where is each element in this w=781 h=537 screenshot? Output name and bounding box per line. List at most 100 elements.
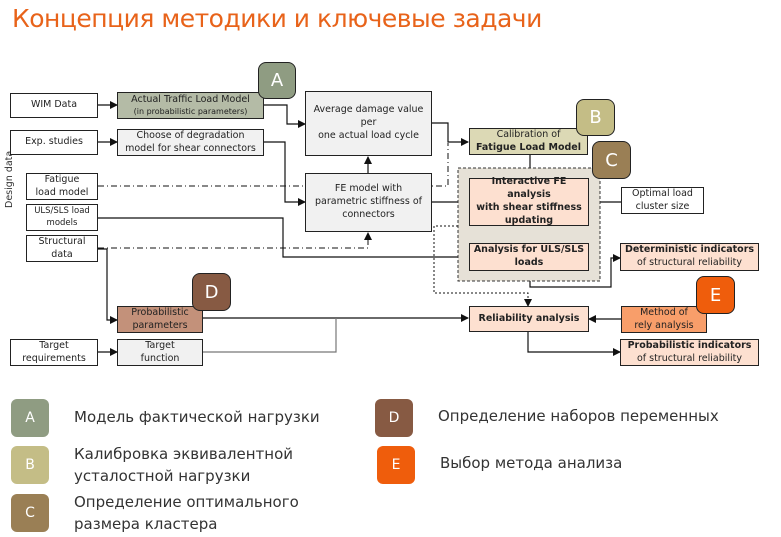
structural-line2: data [51, 248, 73, 260]
arrow-reliability-to-prob-ind [527, 331, 621, 356]
wim-data-label: WIM Data [30, 99, 78, 111]
wim-data-box: WIM Data [10, 93, 98, 118]
optimal-line1: Optimal load [632, 187, 693, 199]
dotted-line-to-reliability [433, 225, 532, 307]
deterministic-line2: of structural reliability [636, 257, 743, 268]
actual-traffic-load-model-box: Actual Traffic Load Model(in probabilist… [117, 92, 264, 119]
uls-models-line2: models [46, 217, 78, 228]
legend-c-line2: размера кластера [74, 514, 218, 533]
prob-params-line1: Probabilistic [131, 306, 189, 318]
uls-analysis-line1: Analysis for ULS/SLS [473, 244, 585, 256]
degradation-line1: Choose of degradation [136, 129, 245, 141]
interactive-line1: Interactive FE analysis [491, 176, 567, 201]
deterministic-line1: Deterministic indicators [624, 244, 755, 256]
legend-b-letter: B [25, 457, 35, 473]
prob-ind-line1: Probabilistic indicators [627, 339, 752, 351]
legend-e-line1: Выбор метода анализа [440, 454, 623, 472]
badge-e-letter: E [709, 284, 722, 306]
fatigue-line2: load model [35, 186, 89, 198]
damage-line3: one actual load cycle [318, 129, 419, 141]
legend-a-line1: Модель фактической нагрузки [74, 408, 320, 426]
badge-b-letter: B [589, 107, 602, 128]
legend-e-letter: E [391, 457, 401, 473]
exp-studies-label: Exp. studies [25, 136, 83, 148]
exp-studies-box: Exp. studies [10, 130, 98, 155]
interactive-line2: with shear stiffness [476, 202, 582, 213]
legend-a-letter: A [25, 410, 35, 426]
target-req-line1: Target [39, 339, 69, 351]
fe-model-line1: FE model with [334, 183, 403, 195]
legend-text-d: Определение наборов переменных [438, 406, 719, 428]
legend-badge-c: C [11, 494, 49, 532]
page-title: Концепция методики и ключевые задачи [12, 4, 542, 33]
calibration-line2: Fatigue Load Model [475, 141, 582, 153]
prob-params-line2: parameters [132, 319, 188, 331]
arrow-uls-models-to-analysis [98, 217, 469, 261]
optimal-line2: cluster size [635, 200, 690, 212]
line-target-function-join [203, 318, 337, 353]
badge-d-letter: D [204, 281, 219, 303]
structural-line1: Structural [38, 235, 86, 247]
fe-model-line3: connectors [342, 208, 395, 220]
badge-a-letter: A [270, 70, 284, 91]
badge-c: C [592, 141, 631, 179]
traffic-line1: Actual Traffic Load Model [131, 93, 250, 105]
traffic-line2: (in probabilistic parameters) [133, 106, 248, 116]
badge-e: E [696, 276, 735, 314]
method-line1: Method of [640, 306, 688, 318]
damage-line2: per [360, 117, 377, 129]
arrow-structural-to-prob [98, 248, 118, 324]
legend-text-e: Выбор метода анализа [440, 453, 622, 475]
reliability-label: Reliability analysis [478, 312, 580, 324]
damage-line1: Average damage value [313, 104, 424, 116]
legend-c-line1: Определение оптимального [74, 493, 299, 511]
target-req-line2: requirements [22, 352, 86, 364]
legend-c-letter: C [25, 505, 35, 521]
uls-analysis-line2: loads [514, 257, 544, 268]
legend-d-letter: D [388, 410, 400, 426]
uls-models-line1: ULS/SLS load [34, 206, 90, 217]
legend-d-line1: Определение наборов переменных [438, 407, 719, 425]
legend-badge-a: A [11, 399, 49, 437]
target-function-line1: Target [145, 339, 175, 351]
badge-d: D [192, 273, 231, 311]
degradation-line2: model for shear connectors [125, 142, 256, 154]
method-line2: rely analysis [634, 319, 694, 331]
reliability-analysis-box: Reliability analysis [469, 306, 589, 332]
legend-badge-b: B [11, 446, 49, 484]
fatigue-line1: Fatigue [44, 173, 80, 185]
badge-a: A [258, 62, 296, 99]
target-function-line2: function [140, 352, 180, 364]
legend-text-a: Модель фактической нагрузки [74, 407, 320, 429]
legend-badge-d: D [375, 399, 413, 437]
legend-b-line1: Калибровка эквивалентной [74, 445, 293, 463]
legend-badge-e: E [377, 446, 415, 484]
arrow-uls-to-deterministic [529, 254, 621, 288]
legend-text-c: Определение оптимального размера кластера [74, 492, 299, 536]
fe-model-line2: parametric stiffness of [315, 196, 422, 208]
dashdot-structural-line [98, 232, 372, 249]
arrow-damage-to-calibration [432, 122, 469, 146]
design-data-label: Design data [4, 150, 15, 208]
calibration-line1: Calibration of [496, 128, 561, 140]
badge-b: B [576, 99, 615, 136]
prob-ind-line2: of structural reliability [636, 352, 743, 364]
arrow-degradation-to-fe [264, 141, 306, 206]
